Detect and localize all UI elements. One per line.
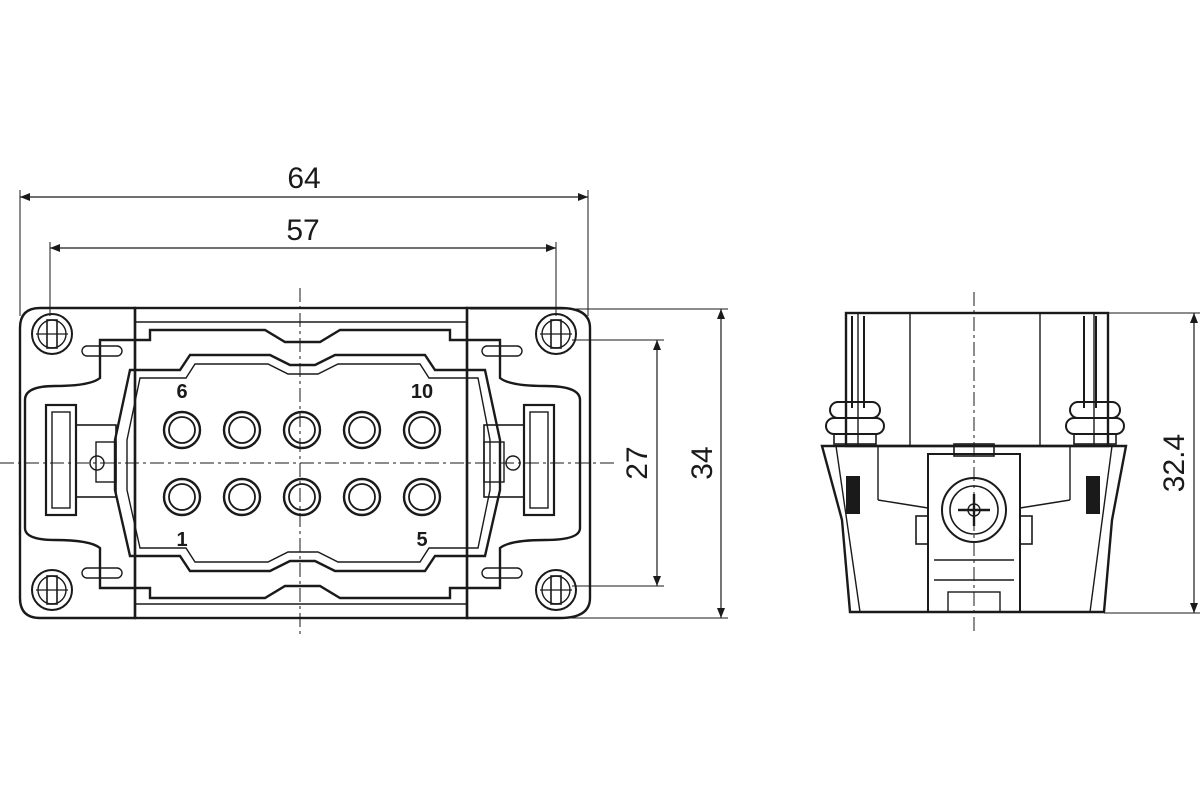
dimension-overall-width: 64 [19,162,589,316]
screw-icon [535,313,577,355]
side-body-bottom [820,444,1128,614]
contact-pins [162,410,442,517]
dimension-side-height: 32.4 [1104,312,1200,614]
housing-outline [18,306,137,620]
contact-pin [342,410,382,450]
dimension-label-27: 27 [621,446,654,479]
front-centerlines [0,288,615,636]
screw-icon [31,313,73,355]
pin-label-5: 5 [416,529,427,551]
dimension-label-64: 64 [287,162,320,195]
right-latch [483,403,556,517]
pin-label-1: 1 [176,529,187,551]
thread-right [1086,476,1100,514]
screw-icon [535,569,577,611]
dimension-overall-height: 34 [470,308,728,619]
contact-pin [162,410,202,450]
contact-pin [402,477,442,517]
dimension-label-32-4: 32.4 [1158,434,1191,492]
contact-pin [222,410,262,450]
contact-pin [402,410,442,450]
pin-label-10: 10 [411,381,433,403]
screw-icon [31,569,73,611]
contact-pin [342,477,382,517]
dimension-mounting-width: 57 [49,214,557,316]
thread-left [846,476,860,514]
dimension-mounting-height: 27 [572,339,664,587]
side-screw-left [825,401,885,445]
contact-pin [282,477,322,517]
side-body-top [844,311,1110,448]
contact-pin [222,477,262,517]
contact-pin [162,477,202,517]
side-screw-right [1065,401,1125,445]
pin-label-6: 6 [176,381,187,403]
flange-frame [23,328,582,600]
dimension-label-57: 57 [286,214,319,247]
left-latch [44,403,117,517]
contact-pin [282,410,322,450]
dimension-label-34: 34 [686,446,719,479]
terminal-screw-icon [941,477,1007,543]
front-view: 6 10 1 5 64 57 27 34 [0,162,728,636]
insert-outline [113,353,502,573]
side-view: 32.4 [820,292,1200,634]
